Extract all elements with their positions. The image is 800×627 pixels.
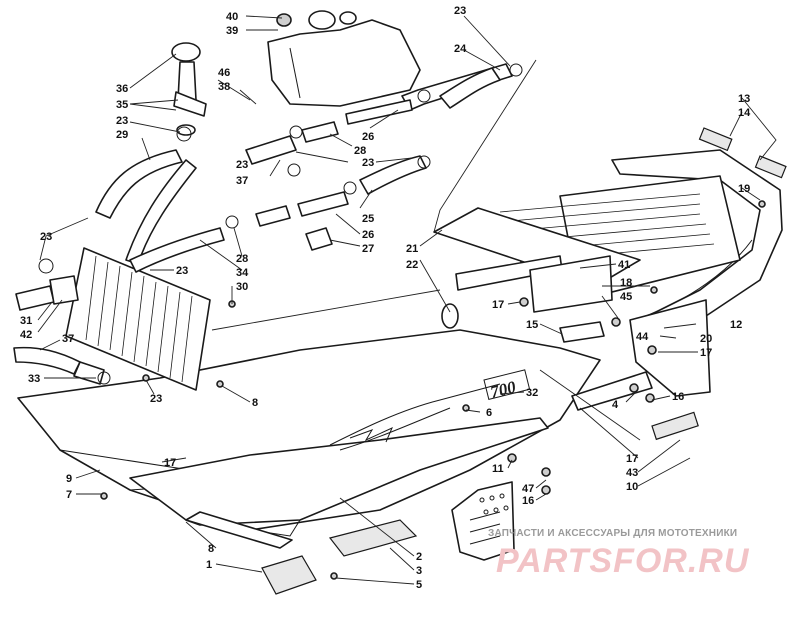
callout-23: 33 bbox=[28, 373, 40, 385]
callout-28: 28 bbox=[354, 145, 366, 157]
callout-3: 2 bbox=[416, 551, 422, 563]
callout-15: 15 bbox=[526, 319, 538, 331]
callout-28: 28 bbox=[236, 253, 248, 265]
callout-29: 29 bbox=[116, 129, 128, 141]
callout-34: 34 bbox=[236, 267, 249, 279]
callout-13: 13 bbox=[738, 93, 750, 105]
callout-5: 3 bbox=[416, 565, 422, 577]
callout-23: 23 bbox=[362, 157, 374, 169]
callout-46: 46 bbox=[218, 67, 230, 79]
callout-44: 44 bbox=[636, 331, 649, 343]
callout-23: 23 bbox=[116, 115, 128, 127]
callout-23: 23 bbox=[40, 231, 52, 243]
callout-21: 21 bbox=[406, 243, 418, 255]
callout-24: 24 bbox=[454, 43, 467, 55]
callout-7: 9 bbox=[66, 473, 72, 485]
callout-9: 17 bbox=[164, 457, 176, 469]
decal-pad bbox=[261, 555, 317, 595]
callout-37: 42 bbox=[20, 329, 32, 341]
callout-36: 36 bbox=[116, 83, 128, 95]
callout-16: 47 bbox=[522, 483, 534, 495]
leader-lines bbox=[37, 15, 777, 585]
callout-1: 8 bbox=[208, 543, 214, 555]
callout-47: 11 bbox=[492, 463, 504, 475]
thermostat-housing bbox=[171, 42, 207, 136]
callout-17: 16 bbox=[522, 495, 534, 507]
coolant-hose-25 bbox=[359, 155, 427, 195]
callout-40: 40 bbox=[226, 11, 238, 23]
reflector bbox=[651, 411, 699, 441]
hood-badge-frame bbox=[483, 369, 531, 401]
outlet-fitting-42 bbox=[15, 275, 79, 311]
callout-numbers: 40 39 36 35 46 38 23 29 23 24 26 28 23 3… bbox=[20, 5, 751, 591]
mounting-bracket bbox=[451, 481, 515, 561]
callout-16: 4 bbox=[612, 399, 619, 411]
callout-25: 25 bbox=[362, 213, 374, 225]
watermark-caption: ЗАПЧАСТИ И АКСЕССУАРЫ ДЛЯ МОТОТЕХНИКИ bbox=[488, 528, 738, 539]
callout-17: 16 bbox=[672, 391, 684, 403]
lower-bracket bbox=[629, 299, 711, 397]
callout-2: 1 bbox=[206, 559, 212, 571]
callout-12: 12 bbox=[730, 319, 742, 331]
callout-10: 43 bbox=[626, 467, 638, 479]
callout-43: 17 bbox=[626, 453, 638, 465]
radiator-hose-29 bbox=[95, 149, 225, 273]
callout-35: 35 bbox=[116, 99, 128, 111]
bottom-trim-strip bbox=[185, 511, 293, 549]
callout-38: 38 bbox=[218, 81, 230, 93]
callout-26: 26 bbox=[362, 229, 374, 241]
foot-plate bbox=[328, 519, 418, 557]
callout-23: 23 bbox=[454, 5, 466, 17]
coolant-tube-26b bbox=[255, 191, 349, 227]
callout-22: 22 bbox=[406, 259, 418, 271]
callout-8: 7 bbox=[66, 489, 72, 501]
radiator-hose-33 bbox=[13, 346, 105, 385]
coolant-tube-26a bbox=[301, 99, 413, 143]
callout-27: 27 bbox=[362, 243, 374, 255]
callout-33: 37 bbox=[62, 333, 74, 345]
cross-tube bbox=[559, 321, 653, 411]
callout-17: 17 bbox=[700, 347, 712, 359]
callout-23: 23 bbox=[236, 159, 248, 171]
callout-4: 5 bbox=[416, 579, 422, 591]
callout-37: 37 bbox=[236, 175, 248, 187]
decal-strip-14 bbox=[754, 155, 787, 179]
decal-strip-13 bbox=[698, 127, 733, 152]
watermark-logo: PARTSFOR.RU bbox=[496, 542, 750, 580]
coolant-tube-37 bbox=[245, 135, 297, 165]
callout-26: 26 bbox=[362, 131, 374, 143]
callout-45: 45 bbox=[620, 291, 632, 303]
side-bracket-41 bbox=[455, 255, 613, 313]
callout-11: 10 bbox=[626, 481, 638, 493]
callout-19: 19 bbox=[738, 183, 750, 195]
callout-6: 32 bbox=[526, 387, 538, 399]
expansion-tank bbox=[267, 10, 421, 107]
callout-30: 23 bbox=[176, 265, 188, 277]
callout-42: 31 bbox=[20, 315, 32, 327]
callout-31: 30 bbox=[236, 281, 248, 293]
callout-17: 17 bbox=[492, 299, 504, 311]
site-watermark: ЗАПЧАСТИ И АКСЕССУАРЫ ДЛЯ МОТОТЕХНИКИ PA… bbox=[488, 528, 788, 580]
callout-8: 23 bbox=[150, 393, 162, 405]
callout-39: 39 bbox=[226, 25, 238, 37]
hose-clamp-block bbox=[305, 227, 333, 251]
callout-20: 20 bbox=[700, 333, 712, 345]
callout-18: 18 bbox=[620, 277, 632, 289]
callout-32: 8 bbox=[252, 397, 258, 409]
radiator bbox=[65, 247, 211, 391]
fasteners bbox=[100, 200, 766, 580]
callout-14: 14 bbox=[738, 107, 751, 119]
callout-41: 41 bbox=[618, 259, 630, 271]
hose-clamps bbox=[38, 63, 523, 385]
callout-4: 6 bbox=[486, 407, 492, 419]
